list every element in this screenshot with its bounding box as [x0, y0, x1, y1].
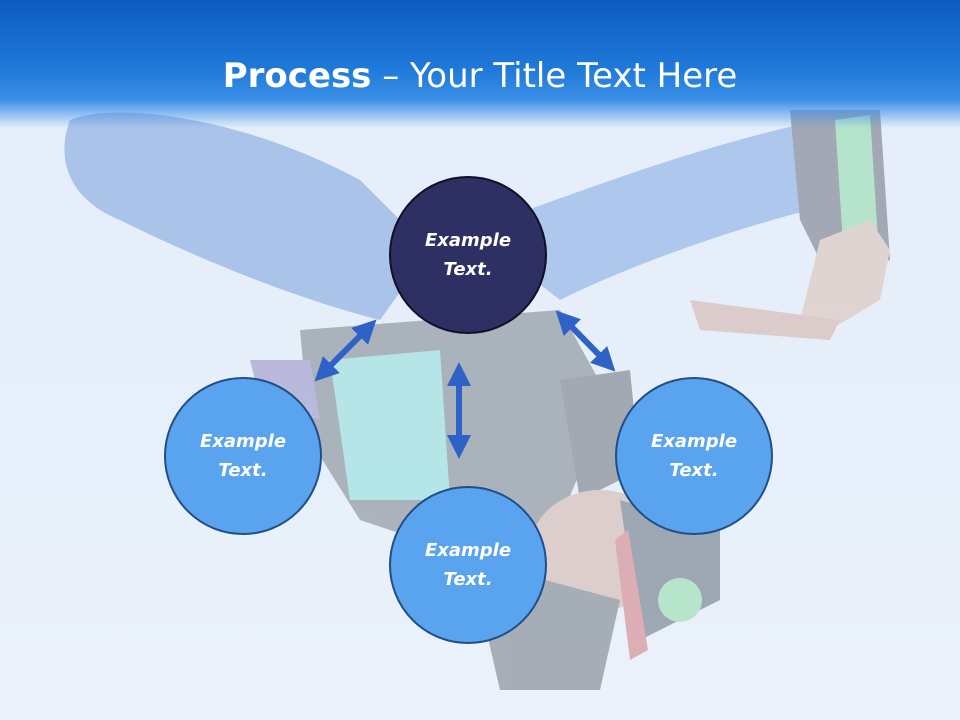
node-left-line2: Text. — [218, 460, 268, 481]
node-right-line1: Example — [650, 431, 738, 452]
arrow-left-diagonal — [314, 319, 377, 382]
node-left-line1: Example — [199, 431, 287, 452]
arrow-right-diagonal — [555, 310, 616, 372]
title-emphasis: Process — [222, 56, 372, 96]
title-text: – Your Title Text Here — [371, 56, 738, 96]
node-top-line1: Example — [424, 230, 512, 251]
node-top-line2: Text. — [443, 259, 493, 280]
title-banner — [0, 0, 960, 128]
node-bottom-line1: Example — [424, 540, 512, 561]
node-right-line2: Text. — [669, 460, 719, 481]
node-bottom-line2: Text. — [443, 569, 493, 590]
slide-title: Process – Your Title Text Here — [0, 56, 960, 96]
